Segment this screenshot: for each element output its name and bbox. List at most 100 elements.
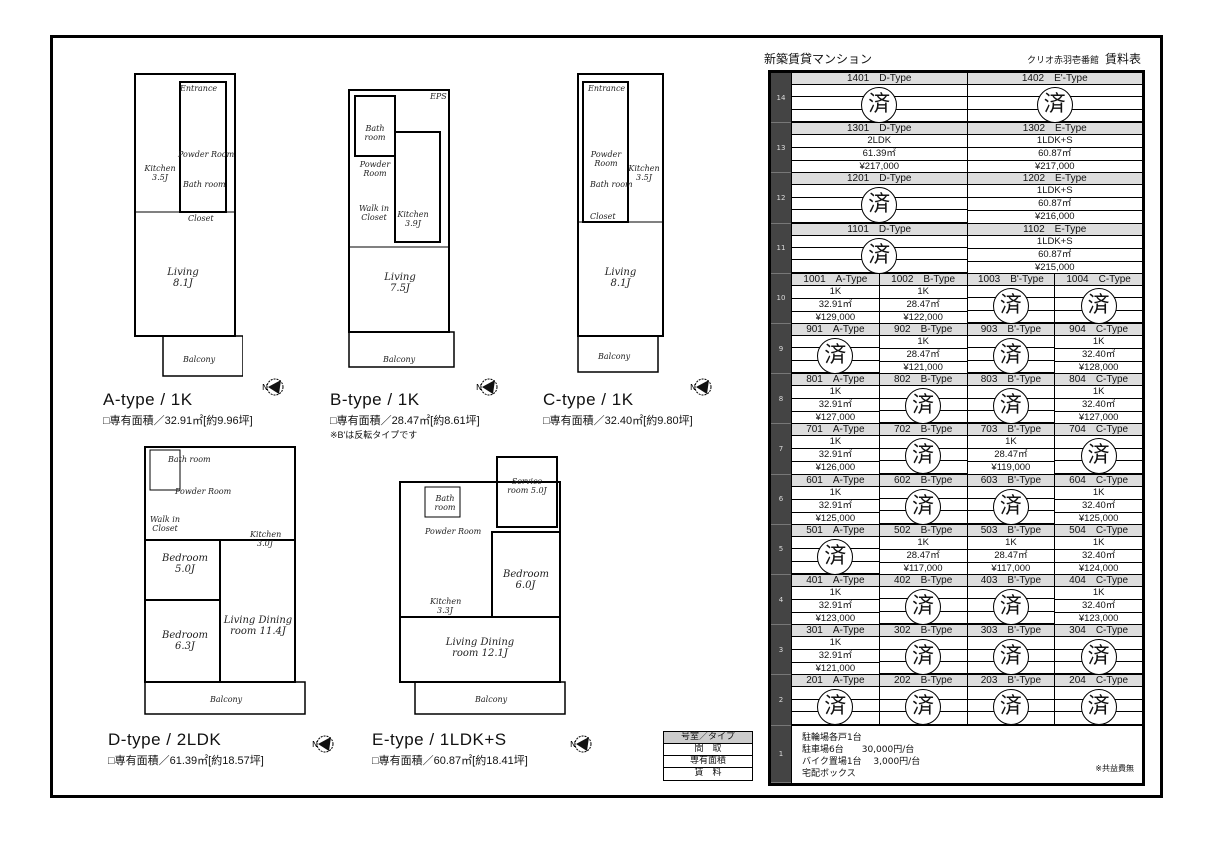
contracted-stamp: 済 xyxy=(905,589,942,625)
unit-header: 703 B'-Type xyxy=(967,424,1055,437)
room-label: Kitchen 3.5J xyxy=(144,164,176,182)
unit-header: 604 C-Type xyxy=(1055,474,1142,487)
unit-header: 704 C-Type xyxy=(1055,424,1142,437)
unit-detail: ¥121,000 xyxy=(903,362,943,373)
room-label: Powder Room xyxy=(590,150,622,168)
room-label: Living Dining room 11.4J xyxy=(223,615,293,637)
unit-detail: 1K xyxy=(1055,537,1142,550)
contracted-stamp: 済 xyxy=(992,338,1029,374)
unit-detail: 28.47㎡ xyxy=(879,550,967,563)
compass-north-icon: N xyxy=(312,735,334,753)
contracted-stamp: 済 xyxy=(992,388,1029,425)
contracted-stamp: 済 xyxy=(817,538,854,575)
unit-detail: 1K xyxy=(967,436,1055,450)
legend-rent: 賃 料 xyxy=(694,768,722,778)
unit-cell: 903 B'-Type 済 xyxy=(966,324,1055,375)
unit-detail: 32.91㎡ xyxy=(792,449,879,463)
unit-header: 1202 E-Type xyxy=(967,173,1142,186)
unit-detail: 32.40㎡ xyxy=(1055,399,1142,413)
unit-detail: 2LDK xyxy=(792,135,967,149)
unit-detail: ¥117,000 xyxy=(903,562,943,574)
compass-north-icon: N xyxy=(690,378,712,396)
plan-area: □専有面積／32.91㎡[約9.96坪] xyxy=(103,415,253,427)
unit-header: 204 C-Type xyxy=(1055,675,1142,688)
unit-header: 1401 D-Type xyxy=(792,73,967,85)
unit-detail: ¥123,000 xyxy=(1078,613,1119,624)
room-label: Living 8.1J xyxy=(167,267,199,289)
unit-header: 903 B'-Type xyxy=(967,324,1055,336)
room-label: Entrance xyxy=(180,84,218,93)
contracted-stamp: 済 xyxy=(992,589,1029,625)
unit-detail: 1LDK+S xyxy=(967,135,1142,149)
unit-detail: ¥117,000 xyxy=(991,562,1031,574)
svg-text:N: N xyxy=(262,383,268,392)
room-label: Bath room xyxy=(183,180,226,189)
floor-number: 2 xyxy=(771,675,791,726)
plan-area: □専有面積／60.87㎡[約18.41坪] xyxy=(372,755,528,767)
plan-title: D-type / 2LDK xyxy=(108,730,222,749)
floor-plan-d: Bath room Powder Room Walk in Closet Kit… xyxy=(140,445,310,720)
room-label: Kitchen 3.0J xyxy=(250,530,282,548)
svg-text:N: N xyxy=(570,740,576,749)
compass-north-icon: N xyxy=(262,378,284,396)
unit-header: 1004 C-Type xyxy=(1055,273,1142,286)
unit-detail: 60.87㎡ xyxy=(967,198,1142,212)
plan-title: E-type / 1LDK+S xyxy=(372,730,507,749)
unit-header: 1302 E-Type xyxy=(967,123,1142,136)
contracted-stamp: 済 xyxy=(992,287,1029,324)
unit-detail: ¥127,000 xyxy=(815,412,856,424)
floor-number: 14 xyxy=(771,73,791,124)
contracted-stamp: 済 xyxy=(905,639,942,676)
unit-detail: 60.87㎡ xyxy=(967,249,1142,262)
unit-detail: 28.47㎡ xyxy=(967,550,1055,563)
floor-number: 6 xyxy=(771,474,791,525)
unit-header: 1102 E-Type xyxy=(967,223,1142,236)
contracted-stamp: 済 xyxy=(861,87,898,123)
unit-detail: 32.40㎡ xyxy=(1055,550,1142,563)
room-label: Kitchen 3.5J xyxy=(628,164,660,182)
building-name: クリオ赤羽壱番館 xyxy=(1026,56,1099,66)
svg-text:N: N xyxy=(476,383,482,392)
unit-header: 303 B'-Type xyxy=(967,625,1055,638)
floor-plan-a: Entrance Powder Room Kitchen 3.5J Bath r… xyxy=(128,72,243,382)
unit-header: 1002 B-Type xyxy=(879,273,967,286)
unit-detail: ¥215,000 xyxy=(1034,261,1075,273)
plan-caption-a: A-type / 1K□専有面積／32.91㎡[約9.96坪] xyxy=(103,390,253,428)
unit-header: 1101 D-Type xyxy=(792,223,967,236)
unit-detail: ¥217,000 xyxy=(859,161,900,173)
unit-detail: 1LDK+S xyxy=(967,185,1142,199)
room-label: Powder Room xyxy=(425,527,482,536)
room-label: Walk in Closet xyxy=(359,204,389,222)
unit-detail: ¥217,000 xyxy=(1034,161,1075,173)
room-label: Powder Room xyxy=(178,150,235,159)
